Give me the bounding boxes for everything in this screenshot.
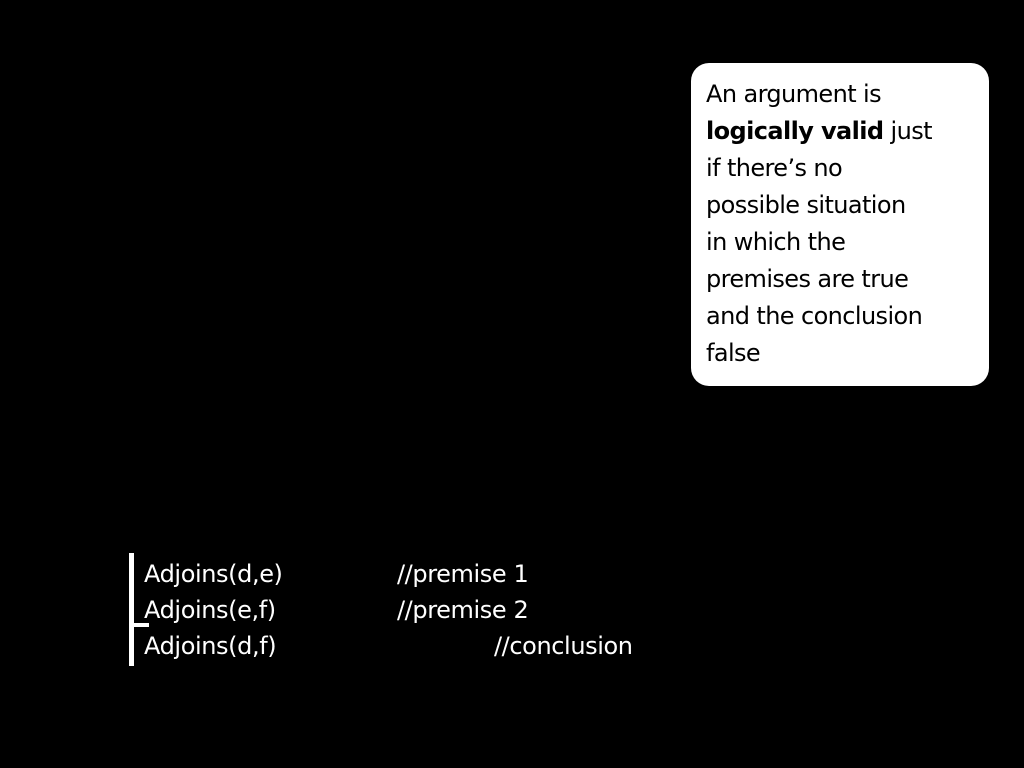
premise-row-2: Adjoins(e,f) //premise 2 bbox=[129, 592, 729, 628]
callout-line-3: if there’s no bbox=[706, 154, 843, 182]
fitch-vertical-bar bbox=[129, 553, 134, 666]
callout-line-5: in which the bbox=[706, 228, 846, 256]
conclusion-row: Adjoins(d,f) //conclusion bbox=[129, 628, 729, 664]
premise-2-formula: Adjoins(e,f) bbox=[144, 596, 276, 624]
premise-2-comment: //premise 2 bbox=[397, 596, 529, 624]
conclusion-formula: Adjoins(d,f) bbox=[144, 632, 277, 660]
premise-1-comment: //premise 1 bbox=[397, 560, 529, 588]
conclusion-comment: //conclusion bbox=[494, 632, 633, 660]
fitch-bar bbox=[129, 623, 149, 627]
callout-line-2-rest: just bbox=[883, 117, 933, 145]
premise-row-1: Adjoins(d,e) //premise 1 bbox=[129, 556, 729, 592]
fitch-proof: Adjoins(d,e) //premise 1 Adjoins(e,f) //… bbox=[129, 553, 729, 668]
callout-line-7: and the conclusion bbox=[706, 302, 923, 330]
callout-line-6: premises are true bbox=[706, 265, 909, 293]
callout-line-2: logically valid just bbox=[706, 113, 975, 150]
premise-1-formula: Adjoins(d,e) bbox=[144, 560, 283, 588]
callout-line-8: false bbox=[706, 339, 761, 367]
callout-line-1: An argument is bbox=[706, 80, 882, 108]
callout-term-logically-valid: logically valid bbox=[706, 117, 884, 145]
definition-callout: An argument is logically valid just if t… bbox=[691, 63, 989, 386]
callout-line-4: possible situation bbox=[706, 191, 906, 219]
